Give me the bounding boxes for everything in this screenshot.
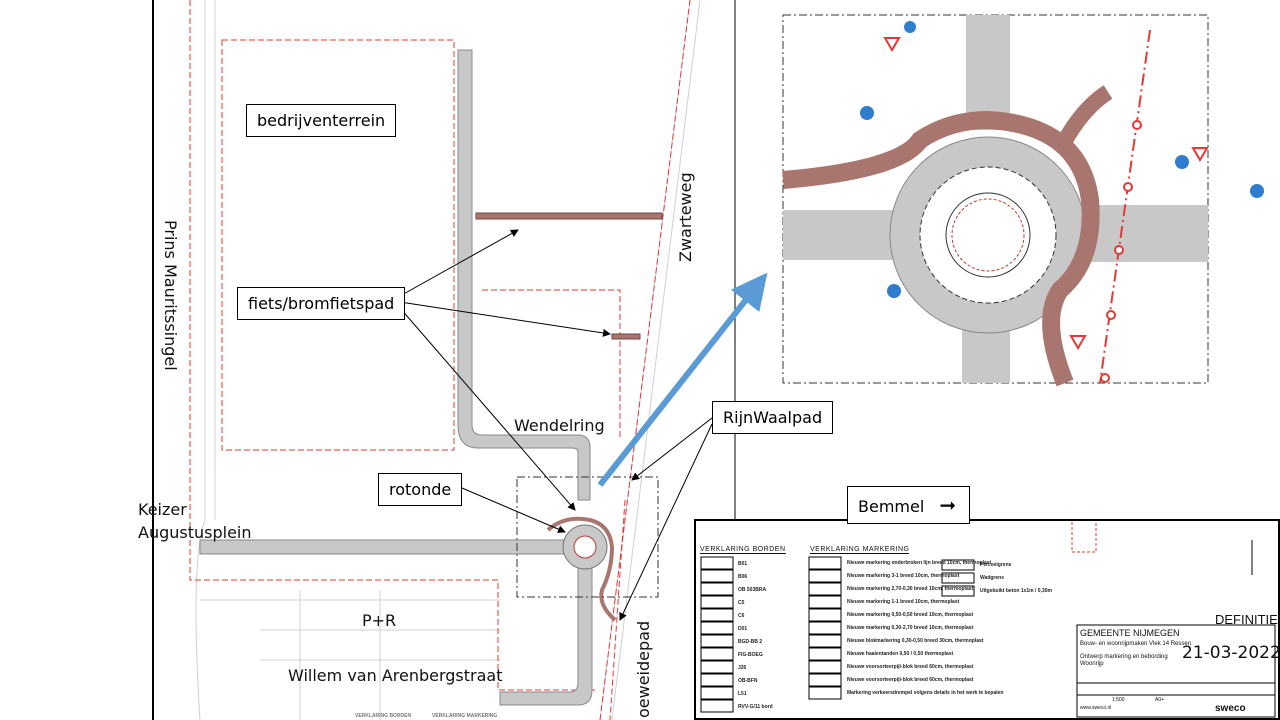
label-bedrijventerrein: bedrijventerrein	[246, 104, 397, 137]
legend-item: Nieuwe markering 2,70-0,30 breed 10cm, t…	[847, 586, 974, 592]
label-pr: P+R	[362, 611, 397, 630]
label-oeweidepad: oeweidepad	[634, 620, 653, 718]
scale: 1:500	[1112, 697, 1125, 703]
subject-line1: Ontwerp markering en bebording	[1080, 654, 1168, 660]
legend-item: Nieuwe haaientanden 0,50 / 0,50 thermopl…	[847, 651, 954, 657]
legend-item: C6	[738, 613, 745, 619]
roundabout-inset	[782, 14, 1264, 387]
subject-line2: Woonrijp	[1080, 661, 1104, 667]
legend-item: L51	[738, 691, 747, 697]
legend-item: Nieuwe voorsorteerpijl-blok breed 60cm, …	[847, 664, 974, 670]
legend-line-item: Uitgebuikt beton 1x1m / 0,30m	[980, 588, 1052, 594]
legend-item: Markering verkeersdrempel volgens detail…	[847, 690, 1004, 696]
legend-item: B06	[738, 574, 748, 580]
label-rijnwaalpad: RijnWaalpad	[712, 401, 834, 434]
legend-item: D01	[738, 626, 748, 632]
zoom-arrow	[597, 272, 768, 487]
legend-item: OB 503BRA	[738, 587, 767, 593]
sweco-logo: sweco	[1215, 703, 1246, 714]
legend-item: C5	[738, 600, 745, 606]
legend-item: Nieuwe markering onderbroken lijn breed …	[847, 560, 992, 566]
legend-line-item: Wadgrens	[980, 575, 1004, 581]
format: A0+	[1155, 697, 1165, 703]
label-willem: Willem van Arenbergstraat	[288, 666, 503, 685]
legend-item: Nieuwe markering 3-1 breed 10cm, thermop…	[847, 573, 960, 579]
legend-item: Nieuwe markering 0,50-0,50 breed 10cm, t…	[847, 612, 974, 618]
legend-item: Nieuwe markering 1-1 breed 10cm, thermop…	[847, 599, 960, 605]
label-keizer-2: Augustusplein	[138, 523, 252, 542]
legend-item: FIG-BOEG	[738, 652, 763, 658]
website: www.sweco.nl	[1080, 705, 1112, 711]
bottom-markering: VERKLARING MARKERING	[432, 713, 498, 719]
status-label: DEFINITIEF	[1215, 612, 1280, 627]
label-bemmel: Bemmel ➞	[847, 486, 970, 524]
legend-line-item: Perceelgrens	[980, 562, 1012, 568]
legend-item: Nieuwe blokmarkering 0,30-0,50 breed 30c…	[847, 638, 984, 644]
legend-item: Nieuwe voorsorteerpijl-blok breed 60cm, …	[847, 677, 974, 683]
client-name: GEMEENTE NIJMEGEN	[1080, 628, 1180, 638]
legend-item: OB-BFN	[738, 678, 758, 684]
legend-item: J26	[738, 665, 747, 671]
label-prins-mauritssingel: Prins Mauritssingel	[161, 220, 180, 371]
label-zwarteweg: Zwarteweg	[676, 172, 695, 262]
legend-borden-title: VERKLARING BORDEN	[700, 546, 786, 554]
legend-item: B01	[738, 561, 748, 567]
label-wendelring: Wendelring	[514, 416, 605, 435]
label-fietspad: fiets/bromfietspad	[237, 287, 406, 320]
label-keizer-1: Keizer	[138, 500, 187, 519]
project-name: Bouw- en woonrijpmaken Vlek 14 Ressen	[1080, 641, 1192, 647]
drawing-date: 21-03-2022	[1182, 643, 1280, 663]
legend-item: RVV-G/11 bord	[738, 704, 773, 710]
legend-item: Nieuwe markering 0,30-2,70 breed 10cm, t…	[847, 625, 974, 631]
legend-item: BGD-BB 2	[738, 639, 763, 645]
legend-markering-title: VERKLARING MARKERING	[810, 546, 910, 554]
label-rotonde: rotonde	[378, 473, 463, 506]
bottom-borden: VERKLARING BORDEN	[355, 713, 412, 719]
bemmel-text: Bemmel	[858, 497, 925, 516]
arrow-right-icon: ➞	[939, 493, 957, 517]
